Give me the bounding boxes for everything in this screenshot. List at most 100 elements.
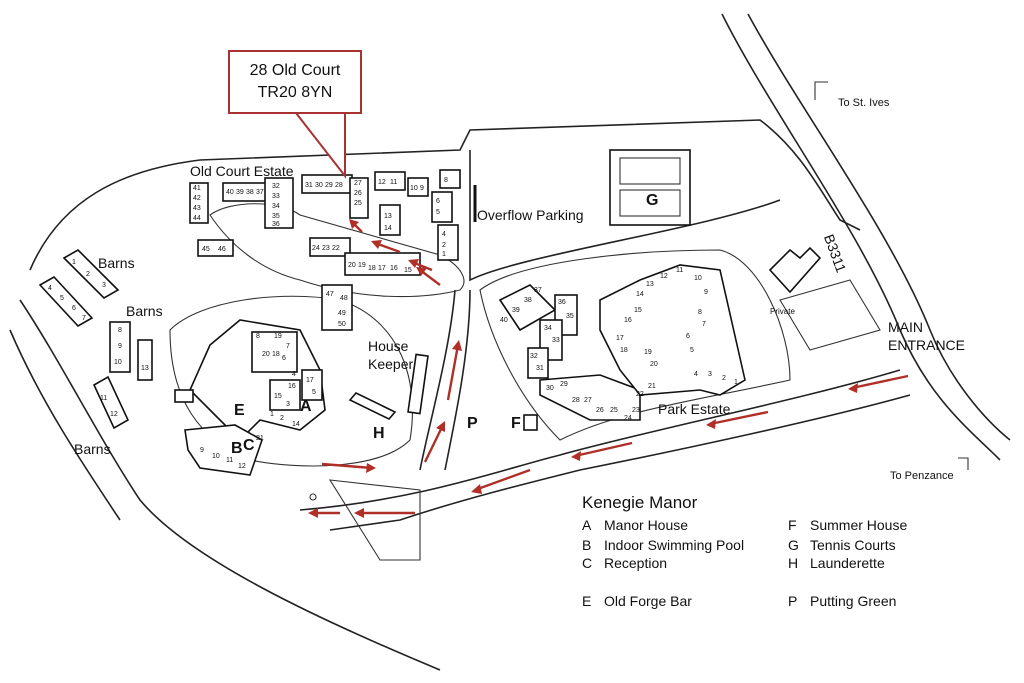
svg-text:28: 28 (335, 182, 343, 189)
west-track-inner (9, 329, 121, 521)
legend-key: F (788, 517, 797, 533)
svg-text:48: 48 (340, 295, 348, 302)
svg-text:29: 29 (325, 182, 333, 189)
svg-text:11: 11 (390, 179, 397, 186)
svg-text:2: 2 (86, 271, 90, 278)
svg-text:10: 10 (114, 359, 122, 366)
legend-key: G (788, 537, 799, 553)
svg-text:45: 45 (202, 246, 210, 253)
small-marker (309, 493, 317, 501)
svg-text:18: 18 (620, 347, 628, 354)
svg-text:15: 15 (634, 307, 642, 314)
svg-text:31: 31 (536, 365, 544, 372)
svg-text:5: 5 (690, 347, 694, 354)
old-forge-bar-letter: E (234, 402, 245, 419)
svg-text:6: 6 (686, 333, 690, 340)
legend-label: Manor House (604, 517, 689, 533)
svg-text:27: 27 (354, 180, 362, 187)
svg-text:24: 24 (312, 245, 320, 252)
svg-text:15: 15 (274, 393, 282, 400)
svg-text:36: 36 (272, 221, 280, 228)
svg-text:14: 14 (292, 421, 300, 428)
svg-text:7: 7 (702, 321, 706, 328)
svg-text:37: 37 (256, 189, 264, 196)
svg-text:44: 44 (193, 215, 201, 222)
svg-text:25: 25 (610, 407, 618, 414)
svg-text:9: 9 (704, 289, 708, 296)
tennis-court-1 (619, 157, 681, 185)
house-keeper-label: House Keeper (368, 338, 414, 372)
legend-label: Reception (604, 555, 668, 571)
svg-text:13: 13 (141, 365, 149, 372)
svg-text:16: 16 (288, 383, 296, 390)
house-keeper-building (407, 353, 429, 415)
svg-text:41: 41 (193, 185, 201, 192)
svg-text:10: 10 (694, 275, 702, 282)
svg-text:4: 4 (292, 371, 296, 378)
park-estate-buildings (498, 264, 746, 421)
svg-text:38: 38 (246, 189, 254, 196)
svg-text:19: 19 (358, 262, 366, 269)
reception-letter: C (243, 437, 255, 454)
legend-title: Kenegie Manor (582, 493, 698, 512)
svg-text:20: 20 (262, 351, 270, 358)
svg-text:18: 18 (272, 351, 280, 358)
to-st-ives-label: To St. Ives (838, 97, 890, 109)
callout-address-line: 28 Old Court (249, 62, 341, 79)
barns-buildings (38, 249, 153, 430)
svg-text:14: 14 (636, 291, 644, 298)
svg-text:20: 20 (650, 361, 658, 368)
svg-text:35: 35 (272, 213, 280, 220)
summer-house-building (523, 414, 538, 431)
svg-text:42: 42 (193, 195, 201, 202)
park-estate-label: Park Estate (658, 401, 731, 417)
b3311-road-west-edge (721, 13, 1001, 461)
svg-text:11: 11 (676, 267, 683, 274)
west-track (19, 299, 441, 671)
legend-key: B (582, 537, 592, 553)
svg-text:25: 25 (354, 200, 362, 207)
overflow-parking-label: Overflow Parking (477, 207, 584, 223)
svg-text:1: 1 (734, 379, 738, 386)
svg-text:2: 2 (280, 415, 284, 422)
svg-text:1: 1 (270, 411, 274, 418)
svg-text:2: 2 (722, 375, 726, 382)
old-court-estate-label: Old Court Estate (190, 163, 294, 179)
route-arrows (308, 219, 909, 518)
svg-text:39: 39 (512, 307, 520, 314)
svg-text:12: 12 (238, 463, 246, 470)
svg-text:9: 9 (200, 447, 204, 454)
main-drive-south (329, 394, 911, 531)
svg-text:4: 4 (48, 285, 52, 292)
svg-text:40: 40 (226, 189, 234, 196)
svg-text:22: 22 (332, 245, 340, 252)
svg-text:1: 1 (72, 259, 76, 266)
callout-postcode: TR20 8YN (257, 84, 333, 101)
svg-text:11: 11 (100, 395, 107, 402)
old-court-buildings (189, 169, 461, 331)
launderette-building (348, 392, 397, 420)
svg-text:17: 17 (306, 377, 314, 384)
svg-text:19: 19 (644, 349, 652, 356)
address-callout: 28 Old Court TR20 8YN (228, 50, 362, 114)
svg-text:7: 7 (82, 315, 86, 322)
svg-text:3: 3 (102, 282, 106, 289)
svg-text:12: 12 (660, 273, 668, 280)
b3311-road-east-edge (747, 13, 1011, 441)
svg-text:23: 23 (632, 407, 640, 414)
cut-field (779, 279, 881, 351)
svg-text:26: 26 (354, 190, 362, 197)
svg-text:13: 13 (384, 213, 392, 220)
launderette-letter: H (373, 425, 385, 442)
svg-text:5: 5 (436, 209, 440, 216)
svg-text:8: 8 (444, 177, 448, 184)
manor-buildings (174, 319, 326, 476)
svg-text:9: 9 (420, 185, 424, 192)
